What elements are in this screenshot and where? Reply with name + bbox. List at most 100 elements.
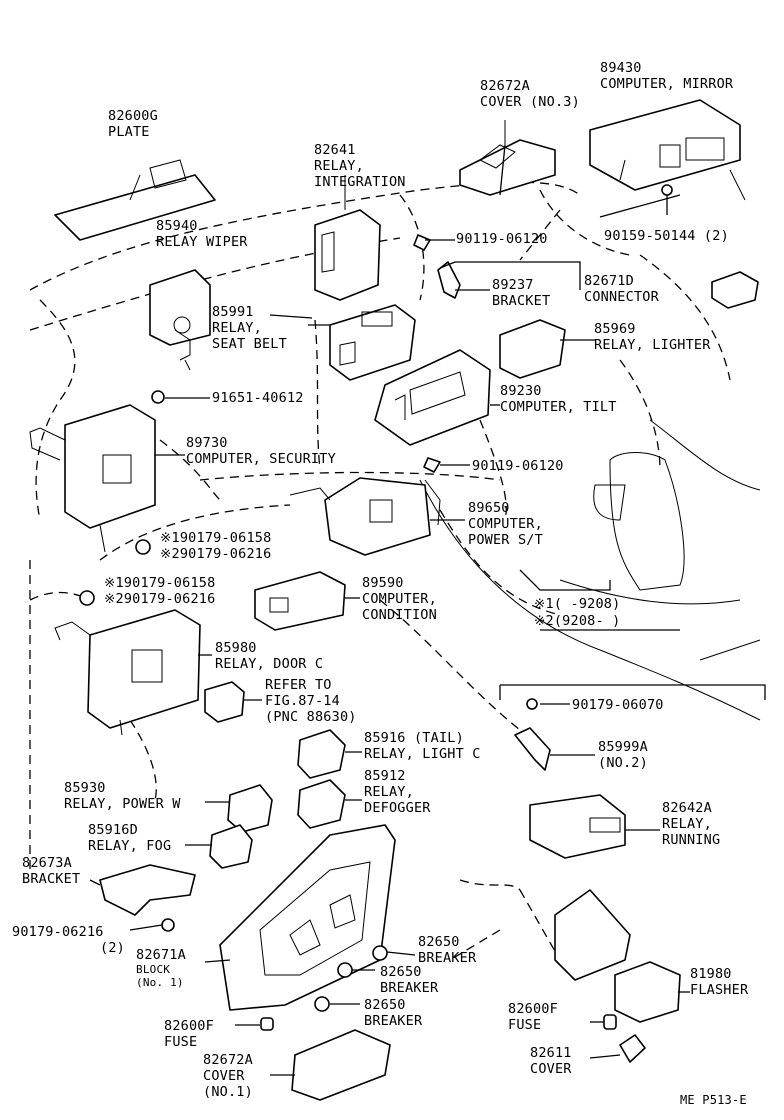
defogger-relay-part [297,779,346,829]
label-line: ※190179-06158 [104,575,216,591]
label-line: DEFOGGER [364,800,431,816]
label-line: 90179-06070 [572,697,664,713]
label-line: BREAKER [364,1013,423,1029]
integration-relay-part [314,175,381,301]
label-line: CONNECTOR [584,289,659,305]
label-line: 85980 [215,640,257,656]
label-line: 85930 [64,780,106,796]
seatbelt-relay-part [329,304,416,381]
console-outline [419,419,761,721]
bracket-part [437,261,461,299]
label-line: RELAY, [662,816,712,832]
label-bolt1: 90119-06120 [456,231,548,247]
label-line: (2) [100,940,125,956]
label-line: FIG.87-14 [265,693,340,709]
label-line: 89650 [468,500,510,516]
label-line: FLASHER [690,982,749,998]
label-ref2: ※2(9208- ) [534,613,620,629]
cover1-part [291,1029,391,1101]
connector-part [711,271,759,309]
label-line: 82673A [22,855,72,871]
label-no2: 85999A(NO.2) [598,739,648,771]
label-nut4: 90179-06216(2) [12,924,125,956]
fog-relay-part [209,824,253,869]
label-tail: 85916 (TAIL)RELAY, LIGHT C [364,730,481,762]
label-line: 81980 [690,966,732,982]
label-line: BREAKER [418,950,477,966]
cover3-part [459,120,556,196]
powerst-computer-part [289,477,441,556]
label-line: INTEGRATION [314,174,406,190]
label-line: 90119-06120 [456,231,548,247]
label-line: ME P513-E [680,1093,747,1107]
label-line: 82642A [662,800,712,816]
label-line: 89590 [362,575,404,591]
label-line: 85916 (TAIL) [364,730,464,746]
tilt-computer-part [374,349,491,446]
label-line: RELAY, [212,320,262,336]
leader-lines [89,144,766,1076]
label-bolt3: 91651-40612 [212,390,304,406]
label-line: 89730 [186,435,228,451]
label-line: RELAY, [314,158,364,174]
label-line: SEAT BELT [212,336,287,352]
label-line: 82650 [364,997,406,1013]
label-line: (NO.1) [203,1084,253,1100]
tail-relay-part [297,729,346,779]
running-relay-part [529,794,626,859]
label-line: 82641 [314,142,356,158]
label-line: REFER TO [265,677,332,693]
label-line: 82611 [530,1045,572,1061]
label-nut1: ※190179-06158※290179-06216 [160,530,271,562]
label-line: 90159-50144 (2) [604,228,729,244]
label-line: BLOCK [136,963,171,976]
label-bolt2: 90159-50144 (2) [604,228,729,244]
label-line: RELAY, POWER W [64,796,181,812]
label-block: 82671A [136,947,186,963]
label-line: COMPUTER, SECURITY [186,451,336,467]
label-line: ※2(9208- ) [534,613,621,629]
label-line: BREAKER [380,980,439,996]
label-block-sub: BLOCK(No. 1) [136,963,184,989]
label-bolt4: 90119-06120 [472,458,564,474]
label-line: BRACKET [492,293,551,309]
diagram-code: ME P513-E [680,1092,747,1108]
label-line: COVER (NO.3) [480,94,580,110]
flasher-part [554,889,681,1023]
cover2-part [619,1034,646,1063]
label-line: 85969 [594,321,636,337]
mirror-computer-part [589,99,746,201]
label-line: 85991 [212,304,254,320]
label-line: 82600F [164,1018,214,1034]
label-line: (No. 1) [136,976,184,989]
label-line: 82671A [136,947,186,963]
label-line: CONDITION [362,607,437,623]
label-line: COMPUTER, MIRROR [600,76,734,92]
label-line: COMPUTER, [468,516,543,532]
label-line: RELAY, [364,784,414,800]
label-line: ※1( -9208) [534,596,621,612]
label-line: 89230 [500,383,542,399]
label-line: 82600G [108,108,158,124]
label-line: RELAY, LIGHTER [594,337,711,353]
label-line: ※290179-06216 [160,546,272,562]
